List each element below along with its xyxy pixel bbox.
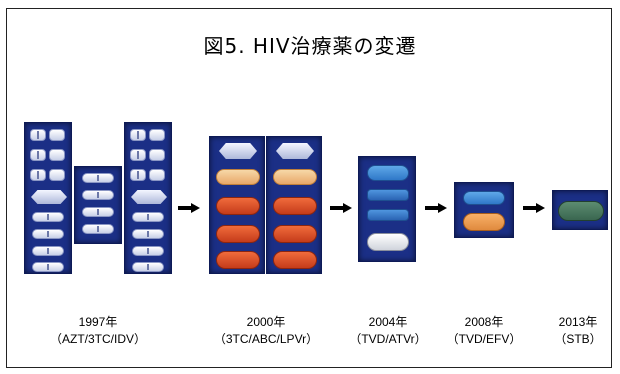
pill bbox=[149, 129, 165, 141]
era-label-2004: 2004年 （TVD/ATVr） bbox=[340, 314, 436, 348]
pill bbox=[130, 169, 146, 181]
pill bbox=[32, 212, 64, 222]
pill bbox=[132, 229, 164, 239]
pill bbox=[219, 143, 257, 159]
era-label-2000: 2000年 （3TC/ABC/LPVr） bbox=[196, 314, 336, 348]
pill bbox=[216, 251, 260, 269]
pill bbox=[30, 169, 46, 181]
pill bbox=[216, 169, 260, 185]
pill bbox=[216, 225, 260, 243]
pill bbox=[30, 129, 46, 141]
pill bbox=[82, 190, 114, 200]
year-label: 2004年 bbox=[368, 315, 408, 329]
year-label: 1997年 bbox=[78, 315, 118, 329]
pill bbox=[82, 173, 114, 183]
pill bbox=[273, 197, 317, 215]
pill bbox=[149, 149, 165, 161]
pill bbox=[367, 165, 409, 181]
pill-card-1997-b bbox=[74, 166, 122, 244]
pill-card-2000-a bbox=[209, 136, 265, 274]
pill bbox=[273, 225, 317, 243]
right-arrow-icon bbox=[523, 203, 545, 213]
year-label: 2008年 bbox=[464, 315, 504, 329]
pill bbox=[367, 209, 409, 221]
pill-card-2013 bbox=[552, 190, 608, 230]
pill bbox=[463, 191, 505, 205]
pill bbox=[132, 246, 164, 256]
figure-title: 図5. HIV治療薬の変遷 bbox=[203, 34, 417, 58]
pill bbox=[82, 207, 114, 217]
pill bbox=[216, 197, 260, 215]
pill bbox=[32, 262, 64, 272]
pill bbox=[276, 143, 314, 159]
right-arrow-icon bbox=[330, 203, 352, 213]
pill bbox=[367, 189, 409, 201]
pill bbox=[367, 233, 409, 251]
year-label: 2000年 bbox=[246, 315, 286, 329]
pill-card-2004 bbox=[358, 156, 416, 262]
pill bbox=[273, 169, 317, 185]
pill bbox=[32, 229, 64, 239]
regimen-label: （3TC/ABC/LPVr） bbox=[213, 332, 319, 346]
pill bbox=[30, 149, 46, 161]
pill bbox=[49, 149, 65, 161]
pill bbox=[130, 129, 146, 141]
pill bbox=[149, 169, 165, 181]
pill bbox=[273, 251, 317, 269]
pill bbox=[32, 246, 64, 256]
pill-card-2000-b bbox=[266, 136, 322, 274]
pill bbox=[132, 212, 164, 222]
pill bbox=[463, 213, 505, 231]
pill bbox=[558, 201, 604, 221]
era-label-2008: 2008年 （TVD/EFV） bbox=[436, 314, 532, 348]
pill bbox=[31, 190, 67, 204]
regimen-label: （AZT/3TC/IDV） bbox=[49, 332, 146, 346]
pill bbox=[82, 224, 114, 234]
right-arrow-icon bbox=[425, 203, 447, 213]
right-arrow-icon bbox=[178, 203, 200, 213]
pill bbox=[132, 262, 164, 272]
pill bbox=[49, 129, 65, 141]
pill-card-2008 bbox=[454, 182, 514, 238]
pill-card-1997-c bbox=[124, 122, 172, 274]
regimen-label: （TVD/EFV） bbox=[446, 332, 522, 346]
regimen-label: （STB） bbox=[554, 332, 602, 346]
pill bbox=[131, 190, 167, 204]
regimen-label: （TVD/ATVr） bbox=[349, 332, 427, 346]
pill bbox=[49, 169, 65, 181]
era-label-1997: 1997年 （AZT/3TC/IDV） bbox=[30, 314, 166, 348]
pill-card-1997-a bbox=[24, 122, 72, 274]
pill bbox=[130, 149, 146, 161]
year-label: 2013年 bbox=[558, 315, 598, 329]
era-label-2013: 2013年 （STB） bbox=[540, 314, 616, 348]
